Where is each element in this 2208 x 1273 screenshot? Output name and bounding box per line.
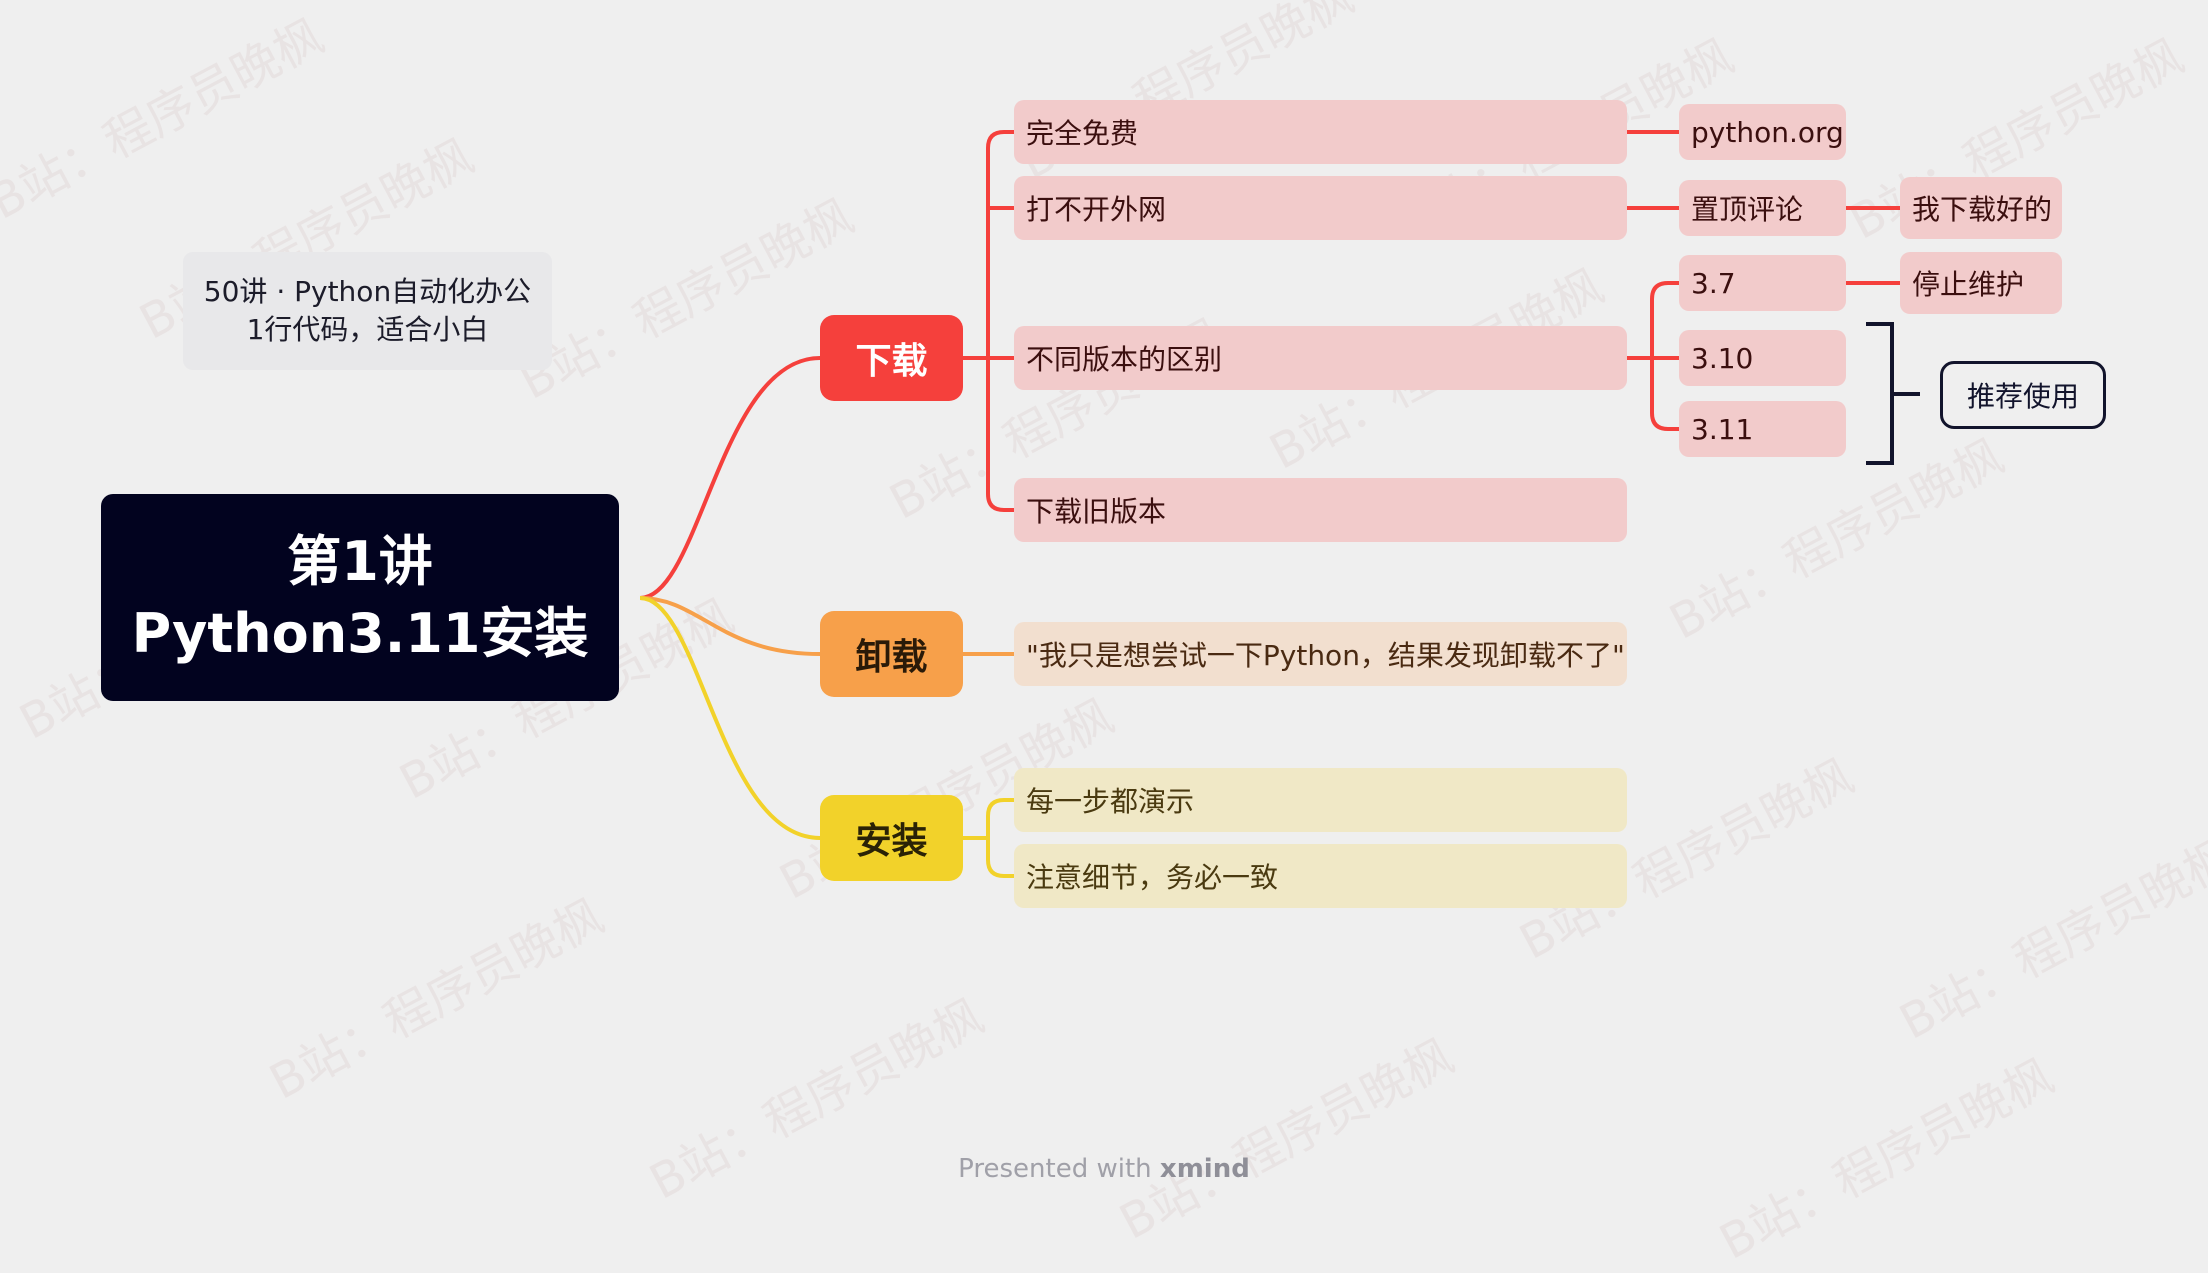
topic-old-versions-label: 下载旧版本 [1026, 495, 1167, 528]
topic-version-311[interactable]: 3.11 [1679, 401, 1846, 457]
link-install-1 [986, 798, 1014, 817]
link-install-2 [986, 859, 1014, 878]
branch-install[interactable]: 安装 [820, 795, 963, 881]
topic-versions[interactable]: 不同版本的区别 [1014, 326, 1627, 390]
topic-version-310[interactable]: 3.10 [1679, 330, 1846, 386]
topic-pinned-comment-label: 置顶评论 [1691, 193, 1804, 226]
footer-credit: Presented with xmind [0, 1154, 2208, 1184]
note-line1: 50讲 · Python自动化办公 [203, 275, 532, 308]
link-install-spine [963, 816, 990, 860]
note-line2: 1行代码，适合小白 [246, 313, 489, 346]
topic-end-of-life-label: 停止维护 [1912, 268, 2025, 301]
link-root-uninstall [639, 596, 821, 656]
branch-uninstall[interactable]: 卸载 [820, 611, 963, 697]
topic-version-311-label: 3.11 [1691, 412, 1754, 446]
footer-brand: xmind [1159, 1154, 1250, 1184]
summary-recommended-label: 推荐使用 [1966, 380, 2079, 413]
link-root-install [639, 596, 821, 840]
link-download-old [986, 493, 1014, 512]
topic-no-vpn[interactable]: 打不开外网 [1014, 176, 1627, 240]
topic-no-vpn-label: 打不开外网 [1026, 193, 1167, 226]
topic-versions-label: 不同版本的区别 [1026, 343, 1223, 376]
root-title-line1: 第1讲 [287, 529, 433, 593]
branch-install-label: 安装 [855, 821, 928, 862]
topic-python-org-label: python.org [1691, 115, 1844, 149]
floating-note[interactable]: 50讲 · Python自动化办公 1行代码，适合小白 [183, 252, 552, 370]
topic-install-detail-label: 注意细节，务必一致 [1026, 861, 1279, 894]
topic-python-org[interactable]: python.org [1679, 104, 1846, 160]
connector-lines [639, 130, 1920, 878]
root-topic[interactable]: 第1讲 Python3.11安装 [101, 494, 619, 701]
topic-free[interactable]: 完全免费 [1014, 100, 1627, 164]
topic-version-37[interactable]: 3.7 [1679, 255, 1846, 311]
footer-prefix: Presented with [958, 1154, 1152, 1184]
topic-version-37-label: 3.7 [1691, 266, 1736, 300]
branch-download-label: 下载 [855, 341, 928, 382]
topic-free-label: 完全免费 [1026, 117, 1139, 150]
topic-uninstall-quote[interactable]: "我只是想尝试一下Python，结果发现卸载不了" [1014, 622, 1627, 686]
topic-my-download-label: 我下载好的 [1912, 193, 2053, 226]
root-title-line2: Python3.11安装 [131, 601, 589, 665]
topic-end-of-life[interactable]: 停止维护 [1900, 252, 2062, 314]
topic-install-demo[interactable]: 每一步都演示 [1014, 768, 1627, 832]
summary-bracket [1866, 322, 1920, 465]
link-root-download [639, 356, 821, 600]
link-versions-37 [1650, 281, 1679, 300]
topic-pinned-comment[interactable]: 置顶评论 [1679, 180, 1846, 236]
link-versions-spine [1627, 299, 1654, 413]
topic-version-310-label: 3.10 [1691, 341, 1754, 375]
summary-recommended[interactable]: 推荐使用 [1940, 361, 2106, 429]
branch-download[interactable]: 下载 [820, 315, 963, 401]
topic-install-demo-label: 每一步都演示 [1026, 785, 1195, 818]
topic-old-versions[interactable]: 下载旧版本 [1014, 478, 1627, 542]
branch-uninstall-label: 卸载 [855, 637, 928, 678]
topic-my-download[interactable]: 我下载好的 [1900, 177, 2062, 239]
link-download-free [986, 130, 1014, 149]
topic-uninstall-quote-label: "我只是想尝试一下Python，结果发现卸载不了" [1026, 639, 1625, 672]
link-download-spine [963, 148, 990, 494]
topic-install-detail[interactable]: 注意细节，务必一致 [1014, 844, 1627, 908]
link-versions-311 [1650, 412, 1679, 431]
